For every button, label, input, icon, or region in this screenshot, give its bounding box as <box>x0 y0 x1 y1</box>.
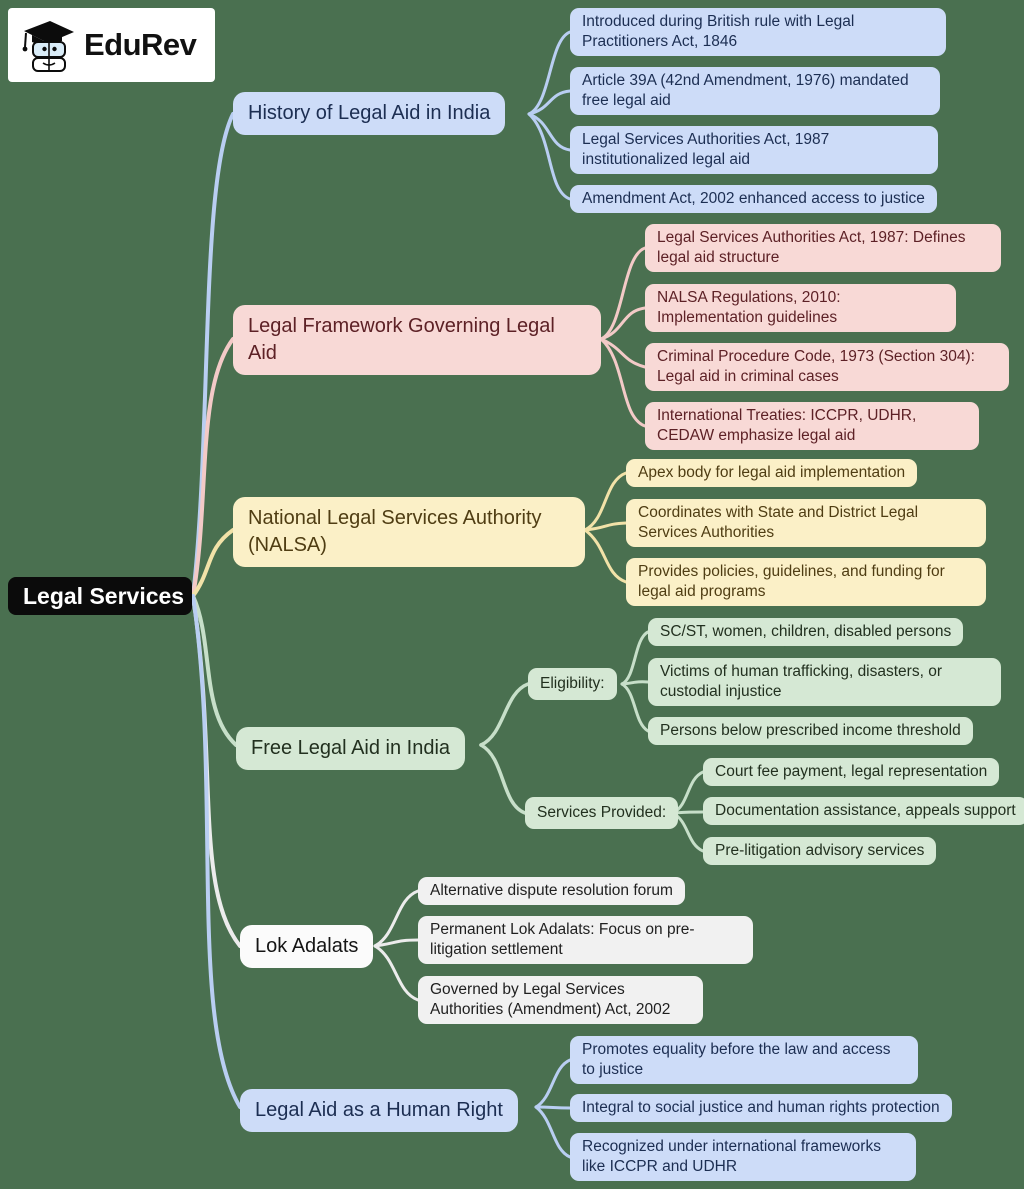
leaf-node: Permanent Lok Adalats: Focus on pre-liti… <box>418 916 753 964</box>
branch-node-history[interactable]: History of Legal Aid in India <box>233 92 506 135</box>
leaf-node: Apex body for legal aid implementation <box>626 459 918 487</box>
leaf-node: Documentation assistance, appeals suppor… <box>703 797 1024 825</box>
leaf-node: Governed by Legal Services Authorities (… <box>418 976 703 1024</box>
branch-node-legal-framework[interactable]: Legal Framework Governing Legal Aid <box>233 305 601 375</box>
leaf-node: Introduced during British rule with Lega… <box>570 8 946 56</box>
sub-branch-node-services-provided[interactable]: Services Provided: <box>525 797 679 829</box>
leaf-node: Criminal Procedure Code, 1973 (Section 3… <box>645 343 1009 391</box>
leaf-node: Victims of human trafficking, disasters,… <box>648 658 1001 706</box>
leaf-node: SC/ST, women, children, disabled persons <box>648 618 964 646</box>
leaf-node: Court fee payment, legal representation <box>703 758 1000 786</box>
leaf-node: Promotes equality before the law and acc… <box>570 1036 918 1084</box>
leaf-node: Coordinates with State and District Lega… <box>626 499 986 547</box>
leaf-node: Amendment Act, 2002 enhanced access to j… <box>570 185 937 213</box>
leaf-node: Integral to social justice and human rig… <box>570 1094 952 1122</box>
branch-node-free-legal-aid[interactable]: Free Legal Aid in India <box>236 727 466 770</box>
leaf-node: Legal Services Authorities Act, 1987: De… <box>645 224 1001 272</box>
sub-branch-node-eligibility[interactable]: Eligibility: <box>528 668 617 700</box>
leaf-node: Provides policies, guidelines, and fundi… <box>626 558 986 606</box>
edurev-logo[interactable]: EduRev <box>8 8 215 82</box>
leaf-node: NALSA Regulations, 2010: Implementation … <box>645 284 956 332</box>
branch-node-human-right[interactable]: Legal Aid as a Human Right <box>240 1089 518 1132</box>
leaf-node: Legal Services Authorities Act, 1987 ins… <box>570 126 938 174</box>
leaf-node: Persons below prescribed income threshol… <box>648 717 973 745</box>
root-node-legal-services[interactable]: Legal Services <box>8 577 192 615</box>
branch-node-nalsa[interactable]: National Legal Services Authority (NALSA… <box>233 497 585 567</box>
leaf-node: Pre-litigation advisory services <box>703 837 937 865</box>
brand-name: EduRev <box>84 27 197 62</box>
leaf-node: Article 39A (42nd Amendment, 1976) manda… <box>570 67 940 115</box>
branch-node-lok-adalats[interactable]: Lok Adalats <box>240 925 374 968</box>
leaf-node: International Treaties: ICCPR, UDHR, CED… <box>645 402 979 450</box>
leaf-node: Recognized under international framework… <box>570 1133 916 1181</box>
edurev-mascot-icon <box>22 21 74 72</box>
leaf-node: Alternative dispute resolution forum <box>418 877 685 905</box>
